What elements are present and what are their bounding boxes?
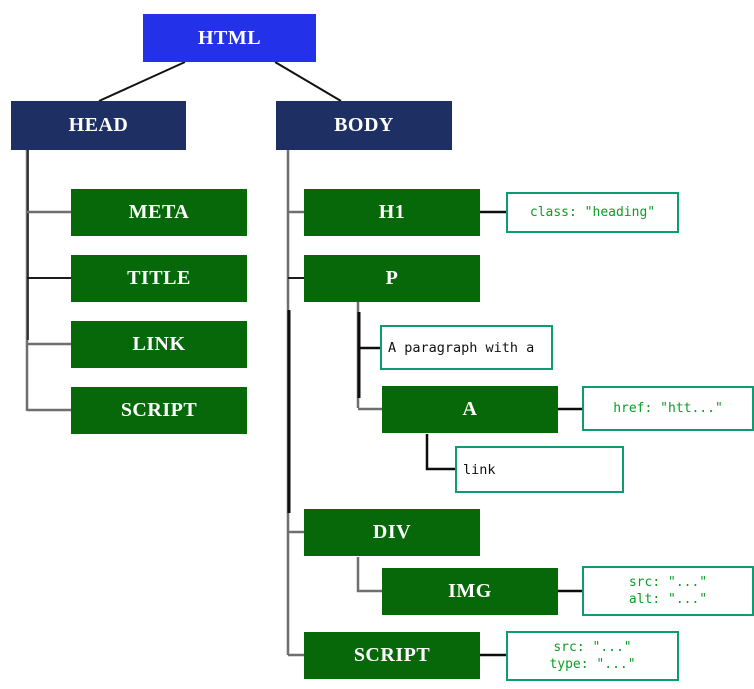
textnode-link: link: [455, 446, 624, 493]
edge-div-img: [356, 557, 383, 593]
attrbox-a: href: "htt...": [582, 386, 754, 431]
node-meta[interactable]: META: [71, 189, 247, 236]
attrbox-img: src: "..." alt: "...": [582, 566, 754, 616]
attrbox-script: src: "..." type: "...": [506, 631, 679, 681]
node-h1[interactable]: H1: [304, 189, 480, 236]
node-body[interactable]: BODY: [276, 101, 452, 150]
node-title[interactable]: TITLE: [71, 255, 247, 302]
attr-line: alt: "...": [628, 592, 708, 607]
node-p[interactable]: P: [304, 255, 480, 302]
edge-a-text: [425, 434, 456, 471]
attr-line: src: "...": [553, 640, 632, 655]
node-head[interactable]: HEAD: [11, 101, 186, 150]
attr-line: href: "htt...": [613, 401, 723, 416]
node-head-script[interactable]: SCRIPT: [71, 387, 247, 434]
node-div[interactable]: DIV: [304, 509, 480, 556]
node-img[interactable]: IMG: [382, 568, 558, 615]
node-a[interactable]: A: [382, 386, 558, 433]
attr-line: src: "...": [628, 575, 708, 590]
textnode-paragraph: A paragraph with a: [380, 325, 553, 370]
node-body-script[interactable]: SCRIPT: [304, 632, 480, 679]
edge-html-body: [274, 61, 342, 102]
edge-html-head: [98, 61, 186, 102]
attr-line: class: "heading": [529, 205, 656, 220]
node-link[interactable]: LINK: [71, 321, 247, 368]
attrbox-h1: class: "heading": [506, 192, 679, 233]
attr-line: type: "...": [549, 657, 636, 672]
node-html[interactable]: HTML: [143, 14, 316, 62]
